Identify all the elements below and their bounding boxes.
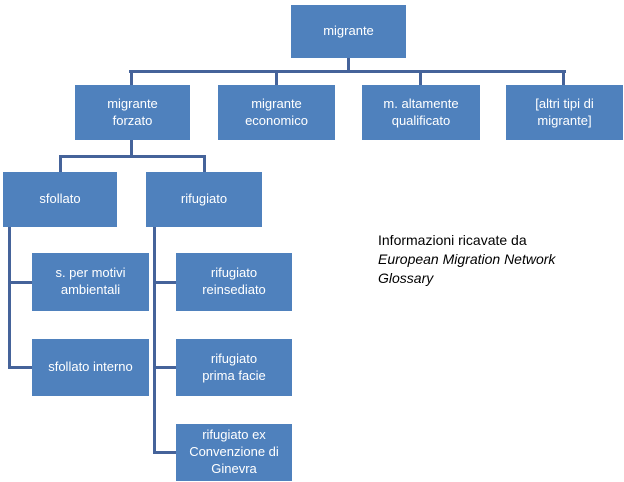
connector-level2-hbar: [59, 155, 206, 158]
source-note-line1: Informazioni ricavate da: [378, 232, 527, 248]
node-sfollato-label: sfollato: [39, 191, 81, 207]
node-migrante-economico: migrante economico: [218, 85, 335, 140]
node-rifugiato-ginevra-label: rifugiato ex Convenzione di Ginevra: [189, 427, 279, 476]
node-altamente-qualificato-label: m. altamente qualificato: [383, 95, 459, 128]
connector-sfollato-top-stub: [59, 155, 62, 172]
connector-migrante-stub: [347, 57, 350, 73]
connector-level1-hbar: [129, 70, 566, 73]
source-note-line2: European Migration Network: [378, 251, 556, 267]
node-motivi-ambientali-label: s. per motivi ambientali: [55, 265, 126, 297]
node-sfollato: sfollato: [3, 172, 117, 227]
node-altamente-qualificato: m. altamente qualificato: [362, 85, 480, 140]
connector-ginevra-arm: [153, 451, 176, 454]
node-altri-tipi: [altri tipi di migrante]: [506, 85, 623, 140]
connector-reinsediato-arm: [153, 281, 176, 284]
node-migrante-forzato-label: migrante forzato: [107, 95, 158, 128]
connector-prima-facie-arm: [153, 366, 176, 369]
node-rifugiato-label: rifugiato: [180, 191, 228, 207]
connector-qualificato-top-stub: [419, 70, 422, 85]
node-migrante-economico-label: migrante economico: [245, 95, 308, 128]
node-rifugiato-prima-facie-label: rifugiato prima facie: [202, 350, 266, 383]
connector-rifugiato-top-stub: [203, 155, 206, 172]
connector-sfollato-rail: [8, 227, 11, 369]
connector-altri-top-stub: [562, 70, 565, 85]
source-note-line3: Glossary: [378, 270, 434, 286]
node-rifugiato-ginevra: rifugiato ex Convenzione di Ginevra: [176, 424, 292, 481]
node-rifugiato-reinsediato: rifugiato reinsediato: [176, 253, 292, 311]
node-migrante: migrante: [291, 5, 406, 58]
connector-forzato-top-stub: [130, 70, 133, 85]
node-motivi-ambientali: s. per motivi ambientali: [32, 253, 149, 311]
connector-economico-top-stub: [275, 70, 278, 85]
node-sfollato-interno: sfollato interno: [32, 339, 149, 396]
node-rifugiato-reinsediato-label: rifugiato reinsediato: [202, 265, 266, 297]
connector-ambientali-arm: [8, 281, 32, 284]
node-rifugiato-prima-facie: rifugiato prima facie: [176, 339, 292, 396]
node-altri-tipi-label: [altri tipi di migrante]: [535, 95, 594, 128]
node-migrante-label: migrante: [323, 23, 374, 39]
node-migrante-forzato: migrante forzato: [75, 85, 190, 140]
connector-sfollato-interno-arm: [8, 366, 32, 369]
node-sfollato-interno-label: sfollato interno: [48, 359, 133, 375]
connector-rifugiato-rail: [153, 227, 156, 454]
connector-forzato-bottom-stub: [130, 140, 133, 157]
source-note: Informazioni ricavate da European Migrat…: [378, 231, 610, 288]
node-rifugiato: rifugiato: [146, 172, 262, 227]
